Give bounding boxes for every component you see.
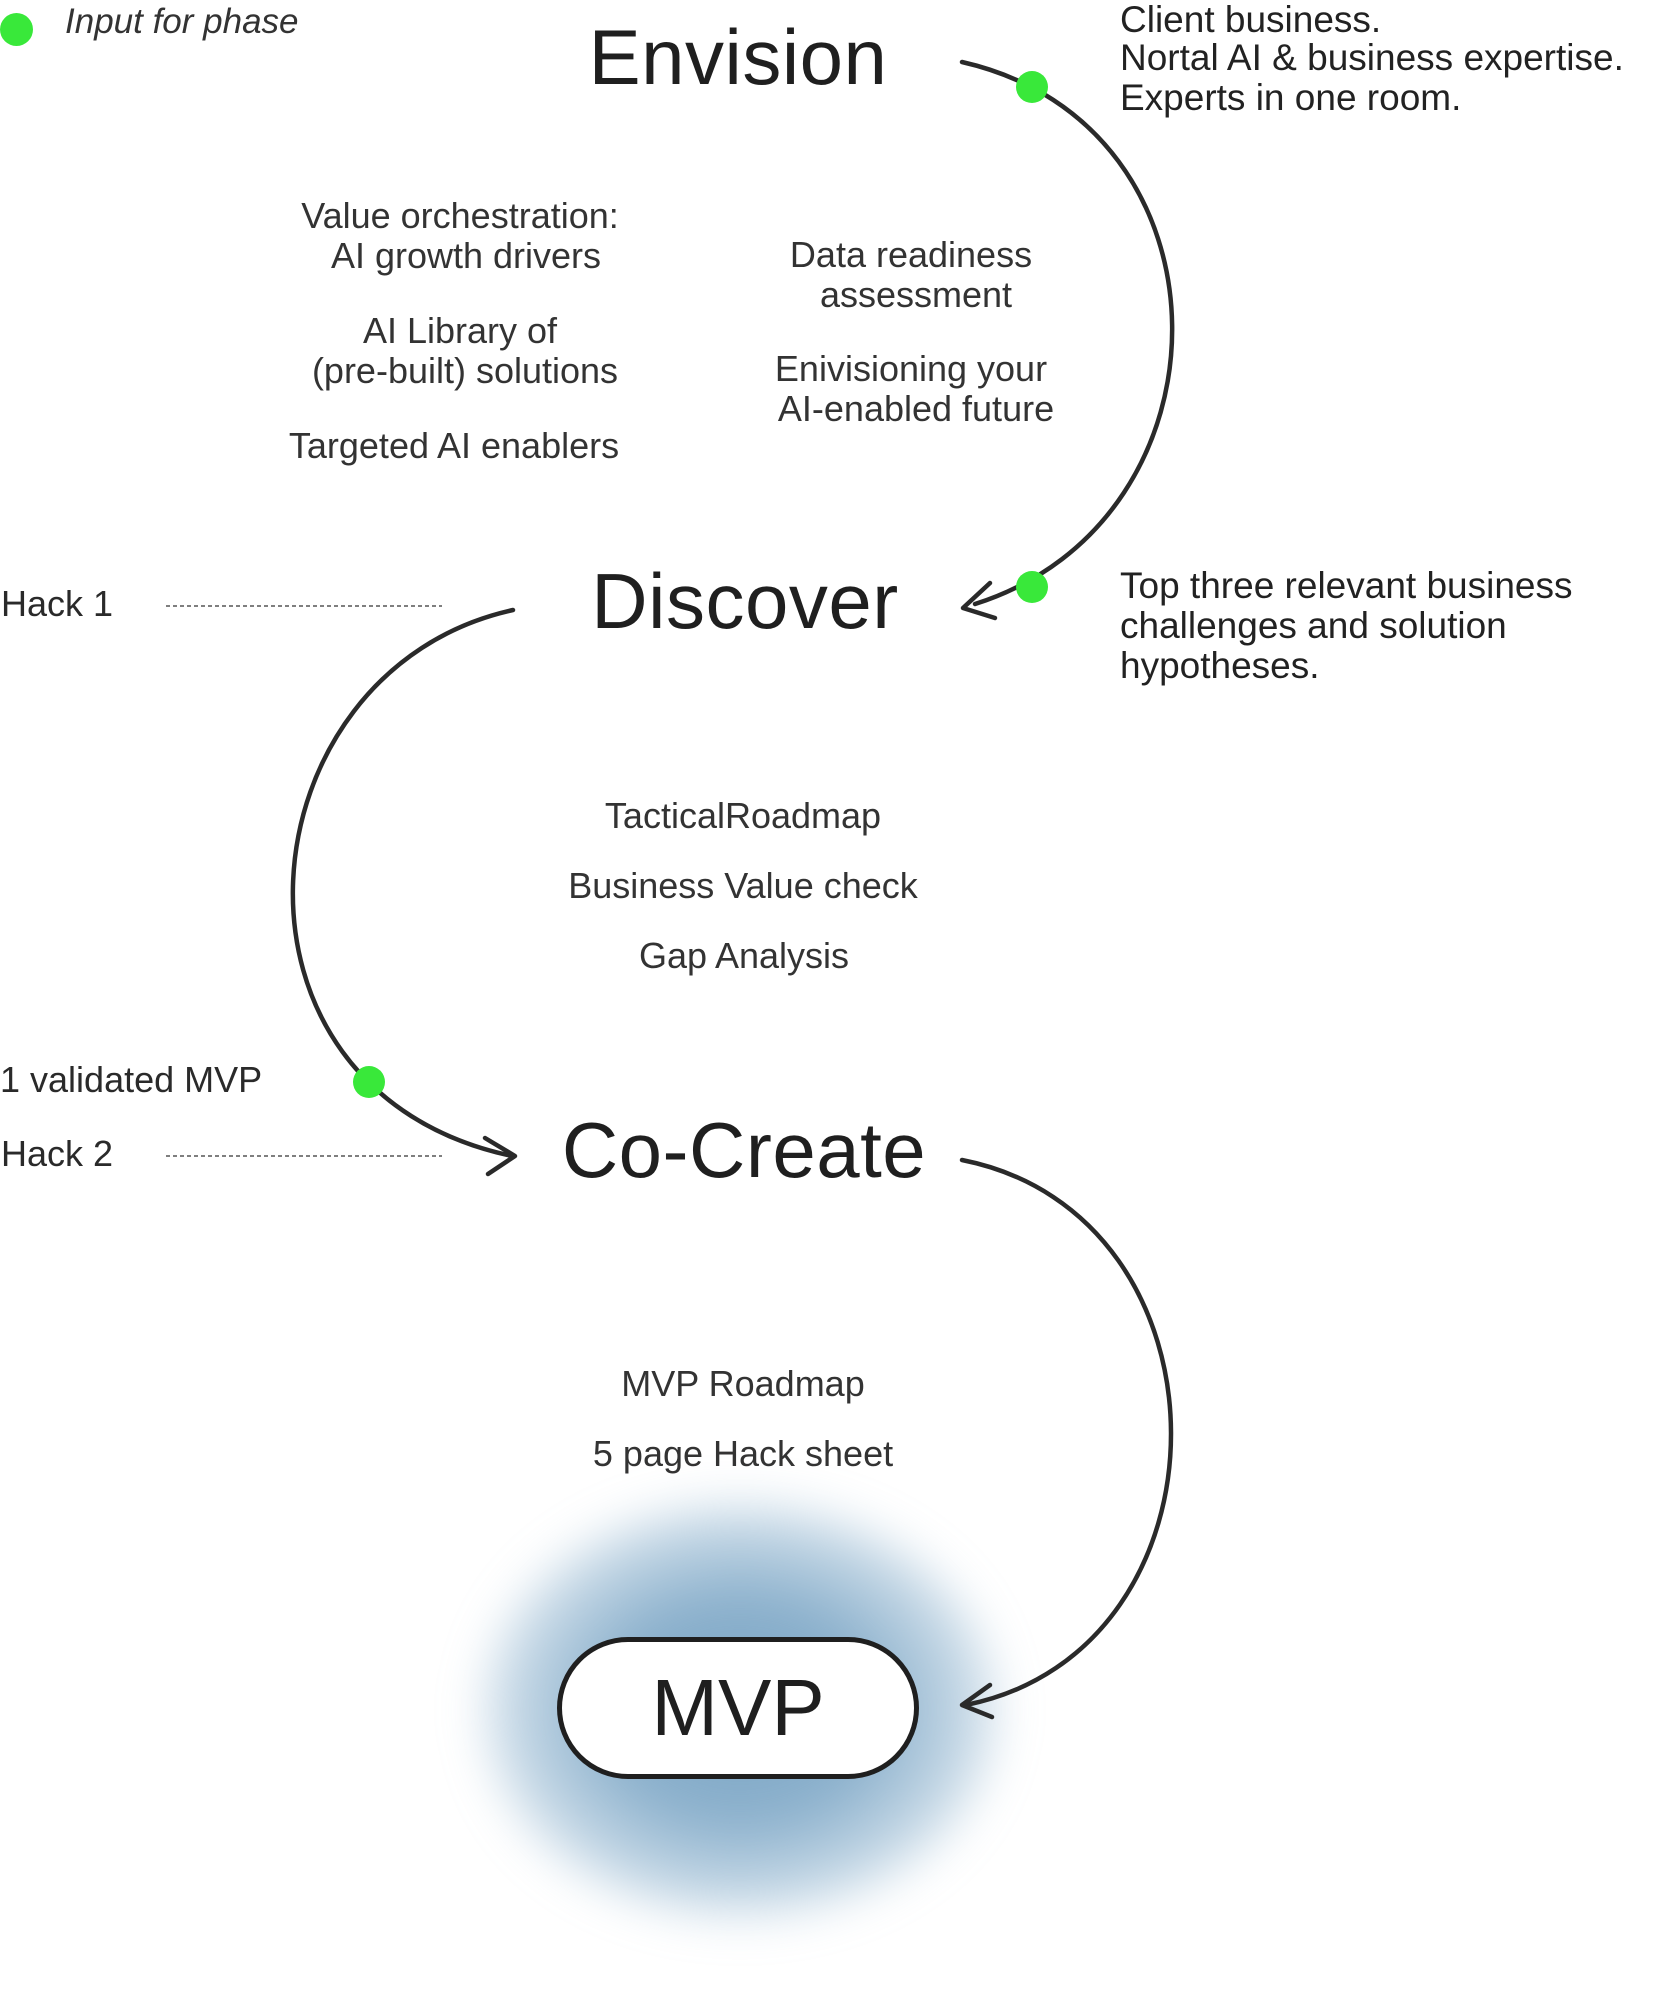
legend: Input for phase xyxy=(0,0,340,50)
envision-left-item: (pre-built) solutions xyxy=(311,350,619,391)
input-dot-icon xyxy=(0,13,33,46)
envision-input-line: Experts in one room. xyxy=(1120,77,1462,118)
phase-discover-title: Discover xyxy=(591,557,899,645)
mvp-arrowhead-icon xyxy=(959,1682,995,1720)
envision-input-dot-icon xyxy=(1016,71,1048,103)
envision-to-discover-arrow xyxy=(959,59,1175,607)
envision-input-line: Client business. xyxy=(1120,0,1382,40)
discover-item: Business Value check xyxy=(568,865,918,906)
envision-right-item: assessment xyxy=(819,274,1013,315)
phase-cocreate-title: Co-Create xyxy=(561,1106,927,1194)
legend-label: Input for phase xyxy=(65,2,299,41)
discover-output-line: challenges and solution xyxy=(1120,605,1507,646)
discover-input-dot-icon xyxy=(1016,571,1048,603)
envision-input-line: Nortal AI & business expertise. xyxy=(1120,37,1624,78)
envision-left-item: AI Library of xyxy=(362,310,558,351)
cocreate-item: MVP Roadmap xyxy=(621,1363,865,1404)
discover-output-line: hypotheses. xyxy=(1120,645,1320,686)
discover-arrowhead-icon xyxy=(960,580,998,621)
envision-left-item: Value orchestration: xyxy=(301,195,619,236)
envision-left-item: AI growth drivers xyxy=(330,235,602,276)
envision-right-item: Data readiness xyxy=(789,234,1033,275)
cocreate-item: 5 page Hack sheet xyxy=(592,1433,894,1474)
hack-2-label: Hack 2 xyxy=(1,1133,114,1174)
cocreate-to-mvp-arrow xyxy=(959,1157,1174,1708)
mvp-label: MVP xyxy=(651,1663,825,1752)
cocreate-arrowhead-icon xyxy=(482,1135,518,1177)
discover-to-cocreate-arrow xyxy=(290,607,516,1159)
envision-right-item: Enivisioning your xyxy=(774,348,1048,389)
mvp-node: MVP xyxy=(557,1637,919,1779)
discover-output-line: Top three relevant business xyxy=(1120,565,1573,606)
envision-left-item: Targeted AI enablers xyxy=(288,425,620,466)
discover-item: Gap Analysis xyxy=(638,935,850,976)
cocreate-input-dot-icon xyxy=(353,1066,385,1098)
phase-envision-title: Envision xyxy=(588,13,888,101)
cocreate-input-label: 1 validated MVP xyxy=(0,1059,263,1100)
discover-item: TacticalRoadmap xyxy=(604,795,882,836)
hack-1-label: Hack 1 xyxy=(1,583,114,624)
envision-right-item: AI-enabled future xyxy=(777,388,1055,429)
